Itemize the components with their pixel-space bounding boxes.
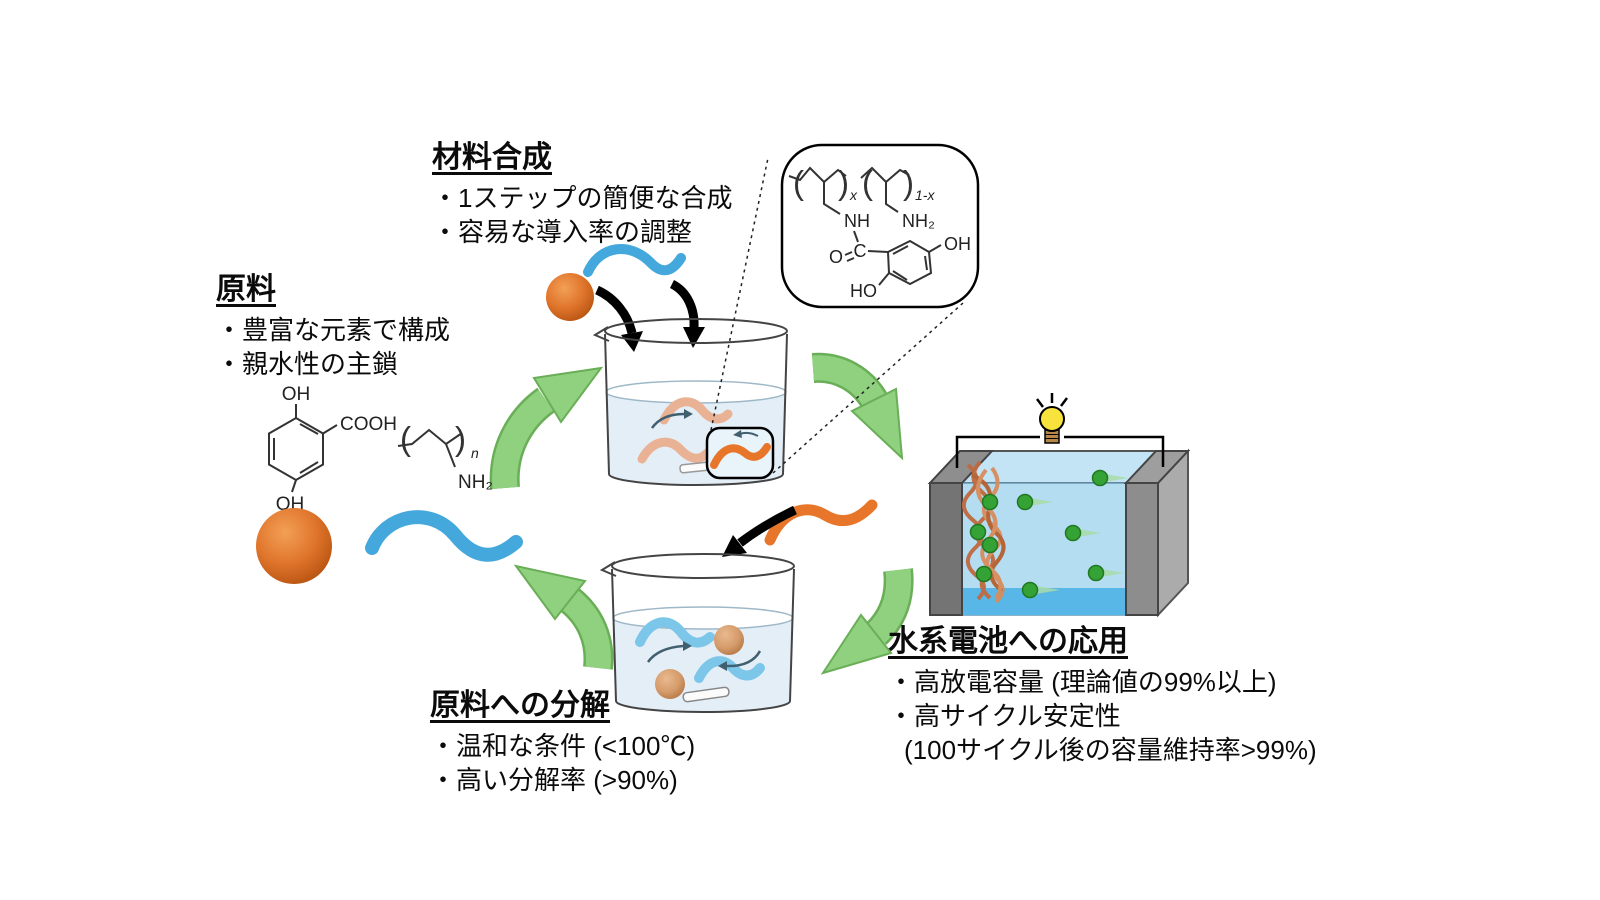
released-monomer-2 [655,669,685,699]
battery-application-title: 水系電池への応用 [888,625,1128,658]
copoly-1-x-subscript: 1-x [915,187,935,203]
stir-arrow-bottom-right [725,650,762,668]
dhb-oh-top-label: OH [282,384,311,405]
cycle-arrow-synthesis-to-battery [811,352,904,461]
ions [969,469,1128,599]
decomposition-text-block: 原料への分解 ・温和な条件 (<100℃) ・高い分解率 (>90%) [430,680,695,797]
copolymer-callout-bubble: ( ) x ( ) 1-x NH C O OH HO [780,143,980,309]
copoly-c-label: C [854,241,867,261]
synthesis-bullet-2: ・容易な導入率の調整 [432,217,693,247]
raw-materials-bullet-2: ・親水性の主鎖 [216,349,399,379]
add-arrow-into-decomp-beaker [722,505,797,557]
battery-bullet-2: ・高サイクル安定性 [888,701,1121,731]
released-monomer-1 [714,625,744,655]
cycle-arrow-battery-to-decomp [820,568,914,675]
dhb-cooh-label: COOH [340,414,397,435]
monomer-sphere-large [256,508,332,584]
copoly-oh-label: OH [944,234,971,254]
pam-nh2-label: NH₂ [458,472,493,493]
raw-materials-text-block: 原料 ・豊富な元素で構成 ・親水性の主鎖 [216,264,450,381]
stir-bar-bottom [682,686,730,703]
decomposition-title: 原料への分解 [430,689,610,722]
raw-materials-bullet-1: ・豊富な元素で構成 [216,315,451,345]
decomposition-beaker [599,553,795,713]
fragment-chain-blue-1 [635,617,715,648]
add-arrows-into-synthesis-beaker [594,279,705,352]
copoly-nh2-label: NH₂ [902,211,935,231]
copoly-x-subscript: x [849,187,858,203]
circuit-wire [955,435,1165,468]
copoly-o-label: O [829,247,843,267]
stir-arrow-top [650,412,685,429]
dhb-acid-structure [268,404,338,493]
callout-line-left [710,157,769,431]
battery-bullet-3: (100サイクル後の容量維持率>99%) [904,735,1317,765]
raw-materials-title: 原料 [216,273,276,306]
callout-line-right [772,302,964,474]
copoly-paren-2: ) [838,164,849,201]
synthesis-bullet-1: ・1ステップの簡便な合成 [432,183,733,213]
polyallylamine-structure: ( ) n NH₂ [397,420,493,493]
synthesis-text-block: 材料合成 ・1ステップの簡便な合成 ・容易な導入率の調整 [432,132,732,249]
copoly-paren-3: ( [862,164,873,201]
synthesis-beaker [592,318,788,486]
light-bulb-icon [1036,393,1068,444]
electrode-right [1125,482,1159,616]
polymer-chain-blue-small [583,244,686,277]
polymer-chain-salmon-1 [659,397,733,425]
pam-paren-open: ( [400,420,411,457]
monomer-sphere-small [546,273,594,321]
polymer-chain-orange-highlight [710,443,771,469]
copoly-ho-label: HO [850,281,877,301]
battery-bullet-1: ・高放電容量 (理論値の99%以上) [888,667,1277,697]
fragment-chain-blue-2 [694,656,765,683]
polymer-chain-blue-large [365,510,523,562]
copoly-nh-label: NH [844,211,870,231]
battery-cell [927,393,1191,618]
synthesis-title: 材料合成 [432,141,552,174]
battery-application-text-block: 水系電池への応用 ・高放電容量 (理論値の99%以上) ・高サイクル安定性 (1… [888,616,1317,767]
stir-arrow-bottom-left [646,644,684,663]
copoly-paren-4: ) [903,164,914,201]
pam-paren-close: ) [455,420,466,457]
electrode-left [929,482,963,616]
cycle-arrow-decomp-to-raw [513,564,614,670]
copoly-paren-1: ( [793,164,804,201]
polymer-chain-salmon-2 [637,437,712,464]
decomposition-bullet-2: ・高い分解率 (>90%) [430,765,678,795]
decomposition-bullet-1: ・温和な条件 (<100℃) [430,731,696,761]
pam-n-subscript: n [471,445,479,461]
cycle-arrow-raw-to-synthesis [489,366,604,490]
